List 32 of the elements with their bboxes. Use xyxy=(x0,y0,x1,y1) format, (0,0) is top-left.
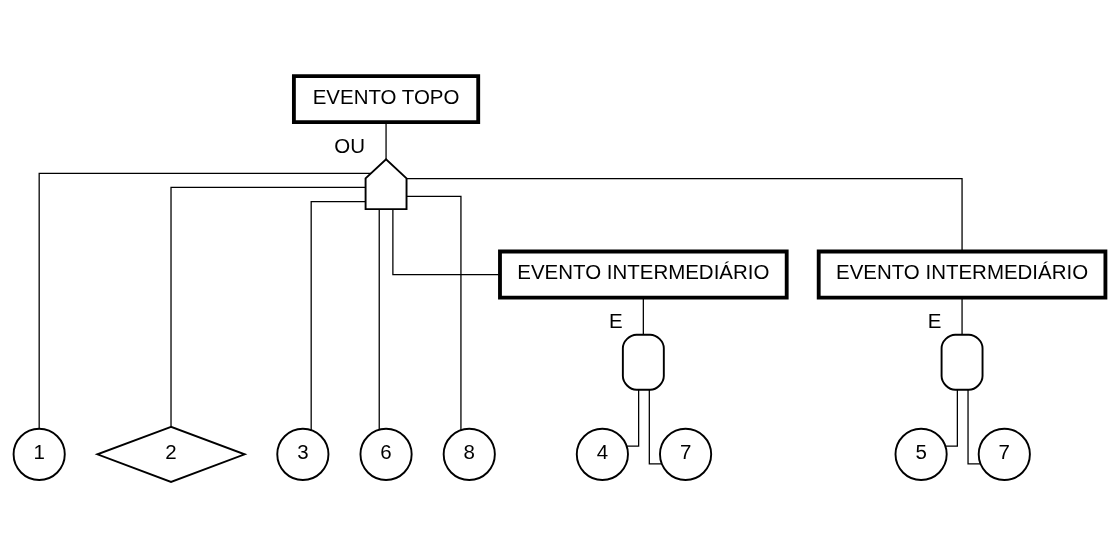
connector xyxy=(385,122,387,160)
node-box: EVENTO INTERMEDIÁRIO xyxy=(498,249,789,300)
node-box: EVENTO TOPO xyxy=(291,74,481,125)
connector xyxy=(626,389,640,447)
node-gate xyxy=(364,158,408,211)
node-circle: 8 xyxy=(442,427,496,481)
connector xyxy=(648,389,663,465)
connector xyxy=(38,172,372,430)
connector xyxy=(310,200,366,431)
node-circle: 5 xyxy=(894,427,948,481)
connector xyxy=(405,177,963,252)
node-gate xyxy=(940,333,984,391)
node-circle: 7 xyxy=(977,427,1031,481)
connector xyxy=(170,186,367,428)
node-label: OU xyxy=(334,133,365,157)
node-label: E xyxy=(927,309,942,333)
connector xyxy=(944,389,958,447)
node-gate xyxy=(621,333,665,391)
connector xyxy=(406,195,462,431)
connector xyxy=(392,208,501,276)
connector xyxy=(961,297,963,335)
connector xyxy=(378,208,380,431)
node-label: E xyxy=(608,309,623,333)
connector xyxy=(967,389,981,465)
connector xyxy=(642,297,644,335)
node-circle: 1 xyxy=(12,427,66,481)
node-diamond: 2 xyxy=(94,425,248,483)
node-circle: 3 xyxy=(276,427,330,481)
node-circle: 7 xyxy=(659,427,713,481)
node-box: EVENTO INTERMEDIÁRIO xyxy=(816,249,1108,300)
node-circle: 4 xyxy=(575,427,629,481)
node-circle: 6 xyxy=(359,427,413,481)
